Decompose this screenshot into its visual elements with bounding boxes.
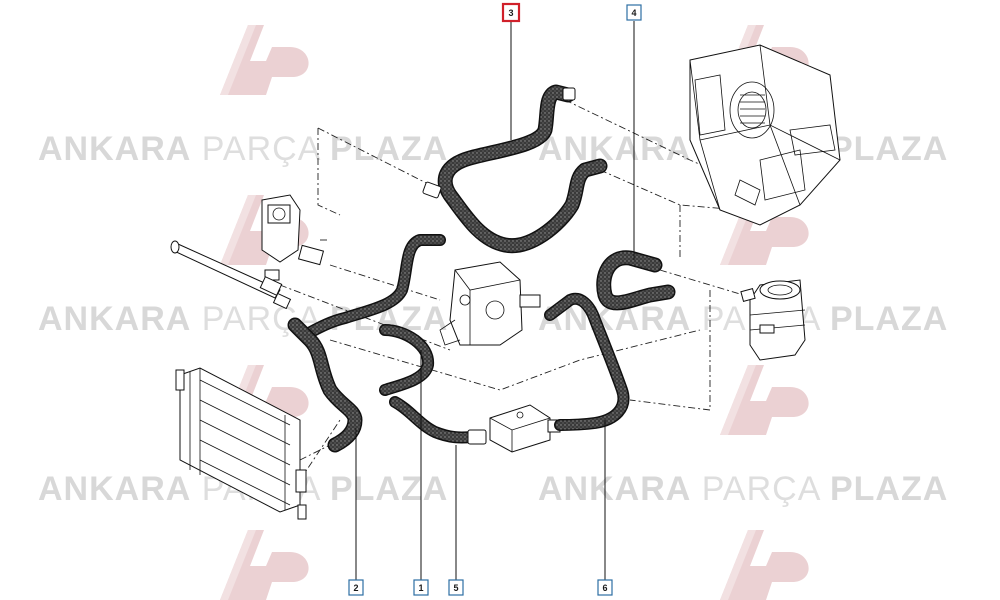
hose-2 (287, 317, 363, 453)
callout-2[interactable]: 2 (348, 579, 364, 596)
watermark-text: ANKARA PARÇA PLAZA (38, 130, 448, 168)
hose-1 (299, 234, 446, 396)
callout-2-box[interactable] (348, 579, 364, 596)
thermostat-housing (261, 194, 325, 281)
callout-3-box[interactable] (501, 2, 521, 23)
callout-1-label: 1 (418, 583, 423, 593)
expansion-tank (740, 279, 806, 361)
watermark-logo (720, 530, 809, 600)
callout-5-label: 5 (453, 583, 458, 593)
callout-5[interactable]: 5 (448, 579, 464, 596)
watermark-logo (220, 25, 309, 95)
hose-3 (422, 84, 608, 254)
metal-pipe (170, 240, 292, 310)
callout-4-label: 4 (631, 8, 636, 18)
hose-6 (544, 292, 630, 431)
radiator (175, 367, 307, 520)
callout-4-box[interactable] (626, 4, 642, 21)
callout-2-label: 2 (353, 583, 358, 593)
coupling-block (489, 404, 561, 453)
engine-pump-block (439, 261, 541, 346)
callout-1[interactable]: 1 (413, 579, 429, 596)
callout-6-box[interactable] (597, 579, 613, 596)
watermark-logo (220, 530, 309, 600)
callout-6-label: 6 (602, 583, 607, 593)
leader-lines (355, 21, 635, 580)
watermark-logo (720, 365, 809, 435)
callout-6[interactable]: 6 (597, 579, 613, 596)
hose-5 (389, 396, 487, 445)
watermark-text: ANKARA PARÇA PLAZA (538, 470, 948, 508)
callout-4[interactable]: 4 (626, 4, 642, 21)
callout-3[interactable]: 3 (501, 2, 521, 23)
callout-3-label: 3 (508, 8, 513, 18)
hose-4 (596, 250, 676, 311)
heater-housing (689, 44, 841, 226)
callout-1-box[interactable] (413, 579, 429, 596)
callout-5-box[interactable] (448, 579, 464, 596)
